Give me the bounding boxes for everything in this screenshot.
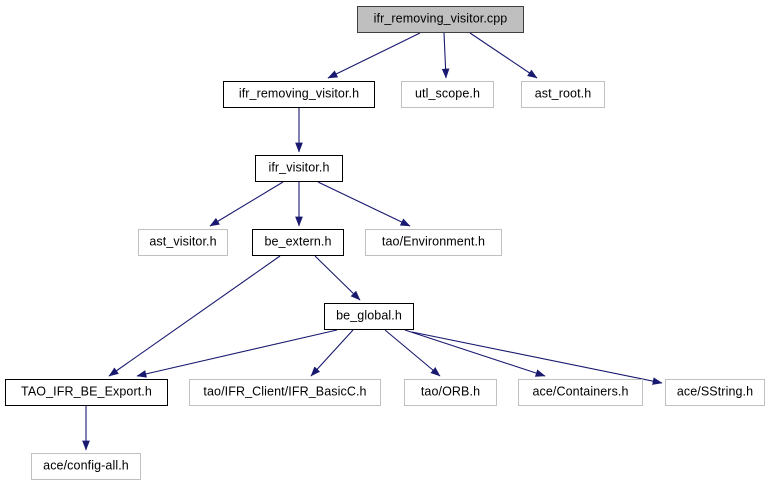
graph-edge-ifr_visitor_h--tao_Environment_h: [317, 181, 411, 227]
graph-node-tao_Environment_h[interactable]: tao/Environment.h: [365, 229, 502, 256]
graph-node-tao_ORB_h[interactable]: tao/ORB.h: [404, 379, 497, 406]
graph-edge-be_global_h--ace_Containers_h: [404, 329, 546, 377]
graph-node-ifr_visitor_h[interactable]: ifr_visitor.h: [255, 155, 343, 182]
graph-node-label: tao/IFR_Client/IFR_BasicC.h: [203, 384, 367, 399]
graph-node-label: be_extern.h: [264, 234, 332, 249]
graph-edge-be_global_h--tao_IFR_Client_IFR_BasicC_h: [310, 329, 354, 377]
graph-node-ace_config_all_h[interactable]: ace/config-all.h: [31, 453, 141, 480]
graph-node-ace_SString_h[interactable]: ace/SString.h: [665, 379, 765, 406]
graph-node-label: tao/ORB.h: [420, 384, 481, 399]
graph-node-label: ast_root.h: [534, 86, 592, 101]
graph-node-label: utl_scope.h: [414, 86, 481, 101]
graph-node-ace_Containers_h[interactable]: ace/Containers.h: [518, 379, 643, 406]
graph-node-label: ast_visitor.h: [149, 234, 217, 249]
graph-node-TAO_IFR_BE_Export_h[interactable]: TAO_IFR_BE_Export.h: [5, 379, 168, 406]
graph-node-label: ace/Containers.h: [532, 384, 629, 399]
graph-edge-be_extern_h--TAO_IFR_BE_Export_h: [108, 255, 281, 377]
graph-edge-be_global_h--TAO_IFR_BE_Export_h: [136, 329, 338, 378]
graph-edge-ifr_visitor_h--ast_visitor_h: [209, 181, 284, 227]
graph-node-ast_visitor_h[interactable]: ast_visitor.h: [138, 229, 228, 256]
graph-node-utl_scope_h[interactable]: utl_scope.h: [401, 81, 494, 108]
graph-node-label: ifr_visitor.h: [268, 160, 330, 175]
graph-edge-be_global_h--ace_SString_h: [411, 331, 663, 385]
graph-edge-ifr_removing_visitor_cpp--ast_root_h: [469, 32, 538, 79]
graph-node-label: TAO_IFR_BE_Export.h: [21, 384, 152, 399]
graph-node-label: be_global.h: [336, 308, 402, 323]
graph-edge-ifr_removing_visitor_cpp--utl_scope_h: [441, 32, 450, 79]
graph-node-label: tao/Environment.h: [381, 234, 486, 249]
graph-node-ifr_removing_visitor_cpp[interactable]: ifr_removing_visitor.cpp: [357, 6, 524, 33]
graph-node-label: ifr_removing_visitor.cpp: [373, 11, 508, 26]
graph-edge-be_global_h--tao_ORB_h: [384, 329, 441, 377]
graph-node-ast_root_h[interactable]: ast_root.h: [521, 81, 605, 108]
graph-edge-be_extern_h--be_global_h: [314, 255, 361, 301]
graph-node-be_extern_h[interactable]: be_extern.h: [252, 229, 344, 256]
graph-node-label: ace/config-all.h: [43, 458, 129, 473]
graph-node-ifr_removing_visitor_h[interactable]: ifr_removing_visitor.h: [223, 81, 375, 108]
graph-node-be_global_h[interactable]: be_global.h: [324, 303, 414, 330]
graph-node-tao_IFR_Client_IFR_BasicC_h[interactable]: tao/IFR_Client/IFR_BasicC.h: [189, 379, 381, 406]
graph-node-label: ifr_removing_visitor.h: [238, 86, 360, 101]
graph-edge-ifr_removing_visitor_cpp--ifr_removing_visitor_h: [327, 32, 421, 79]
graph-node-label: ace/SString.h: [676, 384, 754, 399]
